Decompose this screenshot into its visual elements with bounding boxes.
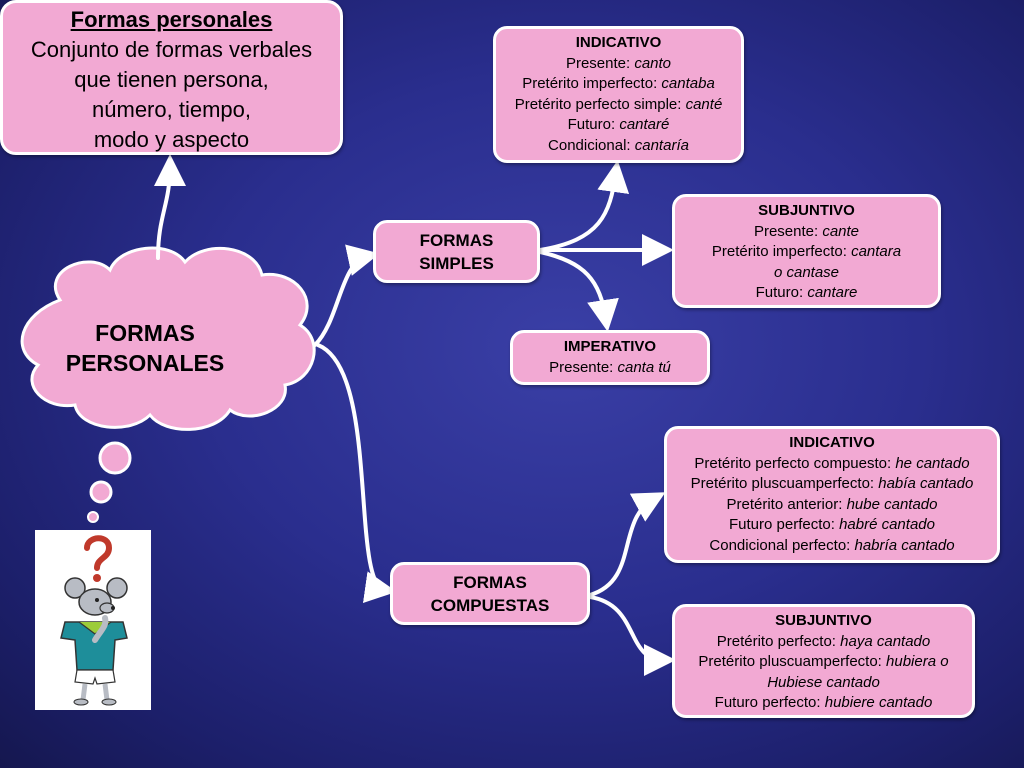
tense-row: Pretérito perfecto: haya cantado — [716, 632, 931, 650]
tense-row: Hubiese cantado — [767, 673, 880, 691]
definition-line: Conjunto de formas verbales — [30, 37, 313, 62]
compuestas-subjuntivo-title: SUBJUNTIVO — [775, 612, 872, 629]
tense-row: Presente: cante — [753, 222, 860, 240]
tense-row: Condicional: cantaría — [548, 136, 689, 154]
tense-row: Futuro perfecto: hubiere cantado — [714, 694, 933, 711]
formas-simples-label: FORMAS — [419, 230, 494, 250]
tense-row: o cantase — [773, 263, 840, 281]
definition-title: Formas personales — [70, 7, 273, 32]
tense-row: Presente: canta tú — [549, 358, 671, 376]
mouse-question-icon — [35, 530, 151, 710]
simples-imperativo-box: IMPERATIVO Presente: canta tú — [510, 330, 710, 385]
connector-definition — [153, 154, 186, 260]
compuestas-indicativo-box: INDICATIVO Pretérito perfecto compuesto:… — [664, 426, 1000, 563]
tense-row: Pretérito anterior: hube cantado — [726, 495, 938, 513]
simples-indicativo-box: INDICATIVO Presente: canto Pretérito imp… — [493, 26, 744, 163]
tense-row: Pretérito pluscuamperfecto: hubiera o — [698, 653, 949, 670]
connector-simples-imperativo — [538, 250, 619, 332]
formas-compuestas-node: FORMAS COMPUESTAS — [390, 562, 590, 625]
tense-row: Pretérito pluscuamperfecto: había cantad… — [690, 475, 974, 492]
tense-row: Pretérito perfecto compuesto: he cantado — [694, 454, 970, 472]
simples-subjuntivo-box: SUBJUNTIVO Presente: cante Pretérito imp… — [672, 194, 941, 308]
tense-row: Pretérito imperfecto: cantaba — [522, 75, 715, 92]
thought-bubble-icon — [89, 480, 113, 504]
tense-row: Futuro: cantare — [755, 284, 858, 301]
formas-simples-label: SIMPLES — [419, 253, 494, 273]
definition-box: Formas personales Conjunto de formas ver… — [0, 0, 343, 155]
definition-line: modo y aspecto — [93, 127, 250, 152]
connector-simples-indicativo — [538, 160, 630, 252]
simples-imperativo-title: IMPERATIVO — [563, 338, 657, 355]
simples-indicativo-title: INDICATIVO — [575, 34, 662, 51]
simples-subjuntivo-title: SUBJUNTIVO — [758, 202, 855, 219]
tense-row: Pretérito imperfecto: cantara — [711, 243, 902, 260]
compuestas-indicativo-title: INDICATIVO — [789, 434, 875, 451]
tense-row: Pretérito perfecto simple: canté — [514, 95, 723, 113]
central-line-1: FORMAS — [95, 320, 195, 346]
central-line-2: PERSONALES — [65, 350, 225, 376]
tense-row: Futuro perfecto: habré cantado — [729, 516, 935, 533]
definition-line: que tienen persona, — [74, 67, 269, 92]
formas-compuestas-label: FORMAS — [453, 572, 527, 592]
connector-compuestas-indicativo — [588, 492, 666, 597]
connector-compuestas — [316, 343, 397, 603]
tense-row: Futuro: cantaré — [567, 116, 670, 133]
formas-simples-node: FORMAS SIMPLES — [373, 220, 540, 283]
formas-compuestas-label: COMPUESTAS — [430, 595, 550, 615]
central-cloud-label: FORMAS PERSONALES — [40, 318, 250, 378]
thought-bubble-icon — [87, 511, 99, 523]
tense-row: Presente: canto — [565, 54, 672, 72]
thought-bubble-icon — [98, 441, 132, 475]
definition-line: número, tiempo, — [92, 97, 251, 122]
tense-row: Condicional perfecto: habría cantado — [709, 536, 955, 554]
connector-simples — [313, 244, 380, 347]
compuestas-subjuntivo-box: SUBJUNTIVO Pretérito perfecto: haya cant… — [672, 604, 975, 718]
connector-compuestas-subjuntivo — [588, 595, 676, 676]
